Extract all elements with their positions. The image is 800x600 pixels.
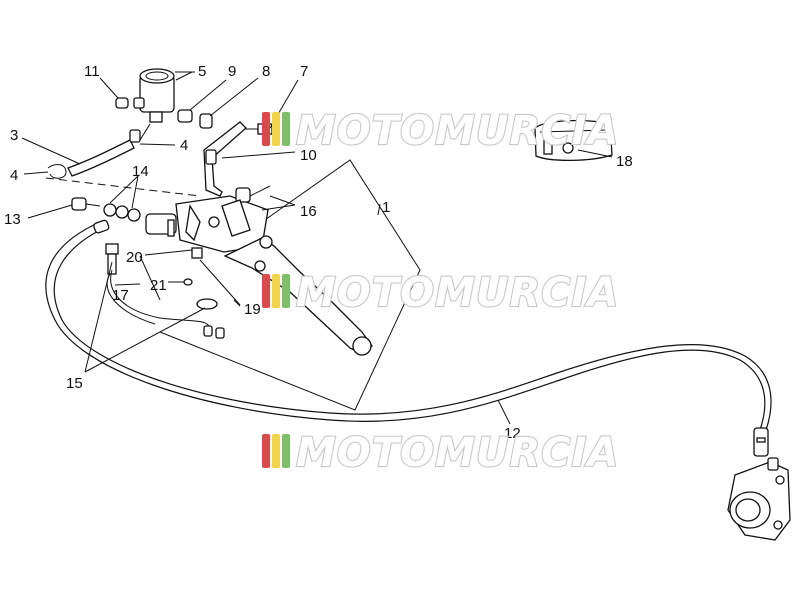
callout-17: 17 (112, 287, 129, 304)
assembly-guides (45, 159, 421, 411)
part-18-housing (534, 119, 613, 162)
callout-9: 9 (228, 63, 236, 80)
callout-4a: 4 (180, 137, 188, 154)
callout-8: 8 (262, 63, 270, 80)
callout-labels: 11 5 9 8 7 3 4 4 10 14 1 16 13 20 21 17 … (4, 63, 633, 442)
watermark-3: MOTOMURCIA (262, 429, 619, 477)
switch-assembly (84, 243, 225, 373)
callout-15: 15 (66, 375, 83, 392)
part-10-bracket (203, 121, 296, 197)
callout-1: 1 (382, 199, 390, 216)
watermark-stripe-red (262, 112, 270, 146)
callout-18: 18 (616, 153, 633, 170)
callout-4b: 4 (10, 167, 18, 184)
slave-cylinder (727, 427, 791, 541)
left-fittings (27, 175, 141, 234)
clutch-hose (45, 221, 772, 431)
callout-20: 20 (126, 249, 143, 266)
callout-5: 5 (198, 63, 206, 80)
watermark-2: MOTOMURCIA (262, 269, 619, 317)
watermark-stripe-yellow (272, 274, 280, 308)
watermark-stripe-green (282, 112, 290, 146)
callout-21: 21 (150, 277, 167, 294)
watermark-stripe-green (282, 434, 290, 468)
callout-10: 10 (300, 147, 317, 164)
callout-14: 14 (132, 163, 149, 180)
watermark-stripe-yellow (272, 112, 280, 146)
callout-16: 16 (300, 203, 317, 220)
watermark-1: MOTOMURCIA (262, 107, 619, 155)
callout-3: 3 (10, 127, 18, 144)
watermark-text: MOTOMURCIA (296, 430, 619, 476)
watermark-stripe-red (262, 274, 270, 308)
callout-12: 12 (504, 425, 521, 442)
callout-13: 13 (4, 211, 21, 228)
callout-11: 11 (84, 63, 100, 80)
watermark-stripe-red (262, 434, 270, 468)
callout-19: 19 (244, 301, 261, 318)
watermark-text: MOTOMURCIA (296, 270, 619, 316)
watermark-stripe-yellow (272, 434, 280, 468)
part-5-reservoir (133, 68, 195, 123)
master-cylinder (144, 185, 373, 356)
watermark-text: MOTOMURCIA (296, 108, 619, 154)
callout-7: 7 (300, 63, 308, 80)
upper-fittings (21, 77, 299, 179)
leader-lines (175, 71, 511, 425)
watermark-stripe-green (282, 274, 290, 308)
